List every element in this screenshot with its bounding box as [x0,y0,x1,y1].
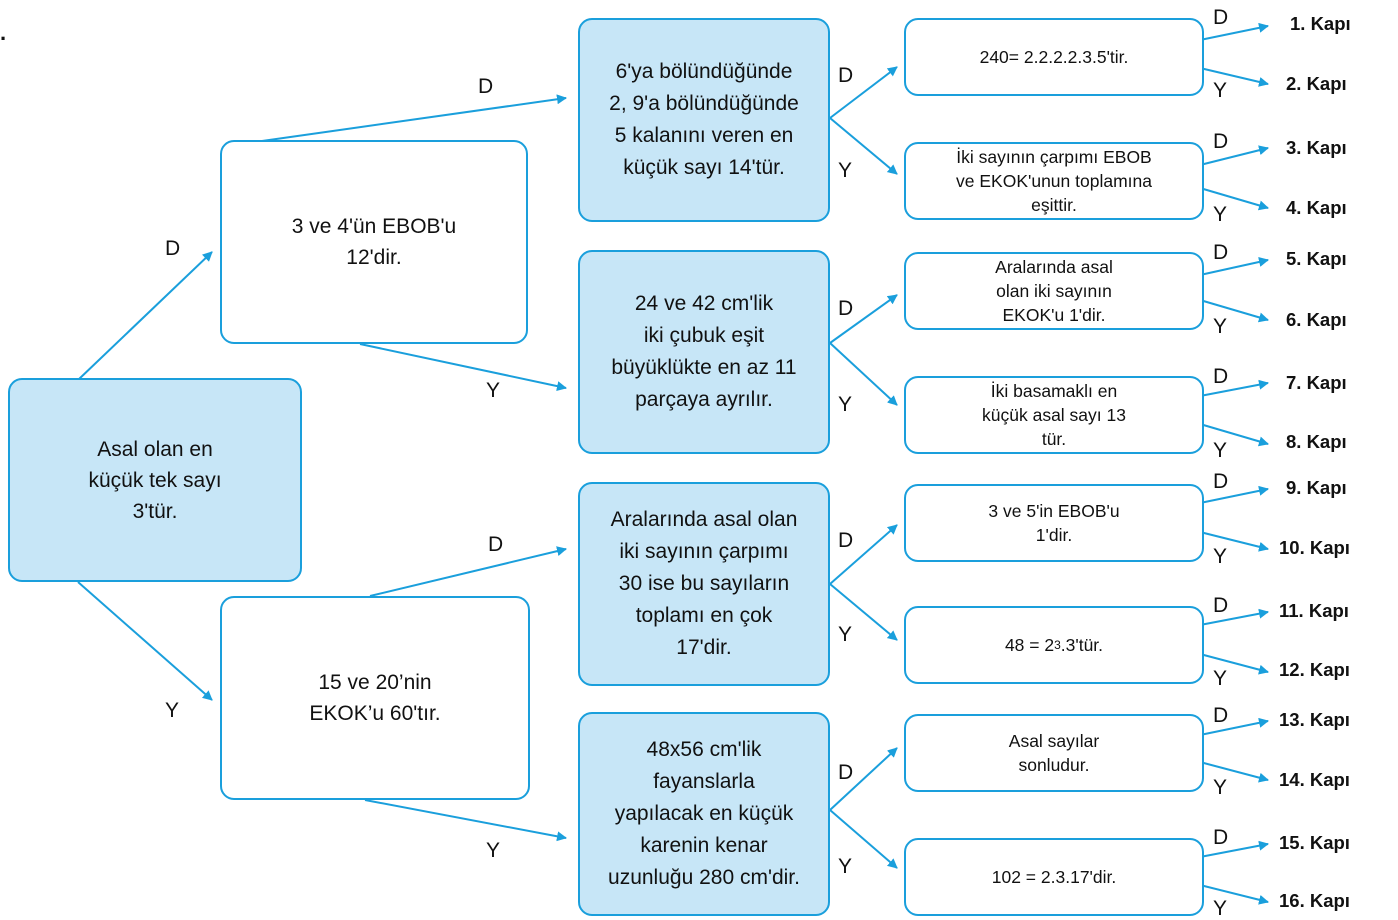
arrow [1199,145,1269,166]
arrow [829,583,898,641]
arrow [829,524,898,585]
true-label: D [1213,241,1229,264]
arrow [1199,423,1269,447]
gate-8: 8. Kapı [1286,431,1347,452]
arrow [364,799,567,842]
statement-box-l3-3: Aralarında asal olan iki sayının EKOK'u … [904,252,1204,330]
statement-box-l3-5: 3 ve 5'in EBOB'u 1'dir. [904,484,1204,562]
arrow [1199,531,1269,552]
false-label: Y [1213,315,1228,338]
gate-11: 11. Kapı [1279,600,1349,621]
false-label: Y [1213,897,1228,920]
false-label: Y [486,839,501,862]
arrow [369,546,567,597]
false-label: Y [1213,776,1228,799]
gate-2: 2. Kapı [1286,73,1347,94]
true-label: D [1213,130,1229,153]
statement-box-l1-false: 15 ve 20’nin EKOK’u 60'tır. [220,596,530,800]
statement-box-l3-2: İki sayının çarpımı EBOB ve EKOK'unun to… [904,142,1204,220]
true-label: D [838,529,854,552]
true-label: D [838,297,854,320]
gate-4: 4. Kapı [1286,197,1347,218]
gate-13: 13. Kapı [1279,709,1350,730]
gate-6: 6. Kapı [1286,309,1347,330]
statement-box-l2-2: 24 ve 42 cm'lik iki çubuk eşit büyüklükt… [578,250,830,454]
arrow [829,747,898,811]
arrow [1199,22,1269,41]
statement-box-l1-true: 3 ve 4'ün EBOB'u 12'dir. [220,140,528,344]
arrow [77,581,213,701]
gate-15: 15. Kapı [1279,832,1350,853]
false-label: Y [165,699,180,722]
arrow [829,117,898,175]
true-label: D [838,761,854,784]
true-label: D [1213,365,1229,388]
arrow [1199,187,1269,211]
false-label: Y [486,379,501,402]
arrow [77,251,213,381]
true-label: D [488,533,504,556]
statement-box-l2-3: Aralarında asal olan iki sayının çarpımı… [578,482,830,686]
arrow [1199,485,1269,504]
gate-12: 12. Kapı [1279,659,1350,680]
false-label: Y [838,623,853,646]
arrow [1199,299,1269,323]
statement-box-l2-4: 48x56 cm'lik fayanslarla yapılacak en kü… [578,712,830,916]
false-label: Y [838,393,853,416]
arrow [1199,884,1269,905]
marker-dot: . [0,20,7,45]
expression-base: 48 = 2 [1004,635,1055,655]
false-label: Y [1213,545,1228,568]
true-label: D [165,237,181,260]
gate-10: 10. Kapı [1279,537,1350,558]
false-label: Y [1213,203,1228,226]
arrow [1199,653,1269,675]
gate-14: 14. Kapı [1279,769,1350,790]
true-label: D [1213,470,1229,493]
false-label: Y [838,855,853,878]
gate-9: 9. Kapı [1286,477,1347,498]
root-statement-box: Asal olan en küçük tek sayı 3'tür. [8,378,302,582]
arrow [1199,608,1269,626]
false-label: Y [1213,79,1228,102]
expression-rest: .3'tür. [1060,635,1104,655]
arrow [359,343,567,392]
statement-box-l3-7: Asal sayılar sonludur. [904,714,1204,792]
statement-box-l3-8: 102 = 2.3.17'dir. [904,838,1204,916]
true-label: D [1213,704,1229,727]
gate-7: 7. Kapı [1286,372,1347,393]
arrow [829,342,898,406]
arrow [1199,761,1269,783]
false-label: Y [838,159,853,182]
true-label: D [478,75,494,98]
arrow [829,294,898,344]
arrow [829,66,898,119]
statement-box-l2-1: 6'ya bölündüğünde 2, 9'a bölündüğünde 5 … [578,18,830,222]
arrow [1199,840,1269,858]
arrow [1199,717,1269,736]
true-label: D [838,64,854,87]
gate-5: 5. Kapı [1286,248,1347,269]
arrow [829,809,898,869]
gate-1: 1. Kapı [1290,13,1351,34]
statement-box-l3-1: 240= 2.2.2.2.3.5'tir. [904,18,1204,96]
arrow [254,94,567,143]
arrow [1199,257,1269,276]
arrow [1199,67,1269,87]
gate-16: 16. Kapı [1279,890,1350,911]
false-label: Y [1213,667,1228,690]
true-label: D [1213,6,1229,29]
true-label: D [1213,594,1229,617]
false-label: Y [1213,439,1228,462]
arrow [1199,379,1269,397]
true-label: D [1213,826,1229,849]
gate-3: 3. Kapı [1286,137,1347,158]
statement-box-l3-4: İki basamaklı en küçük asal sayı 13 tür. [904,376,1204,454]
